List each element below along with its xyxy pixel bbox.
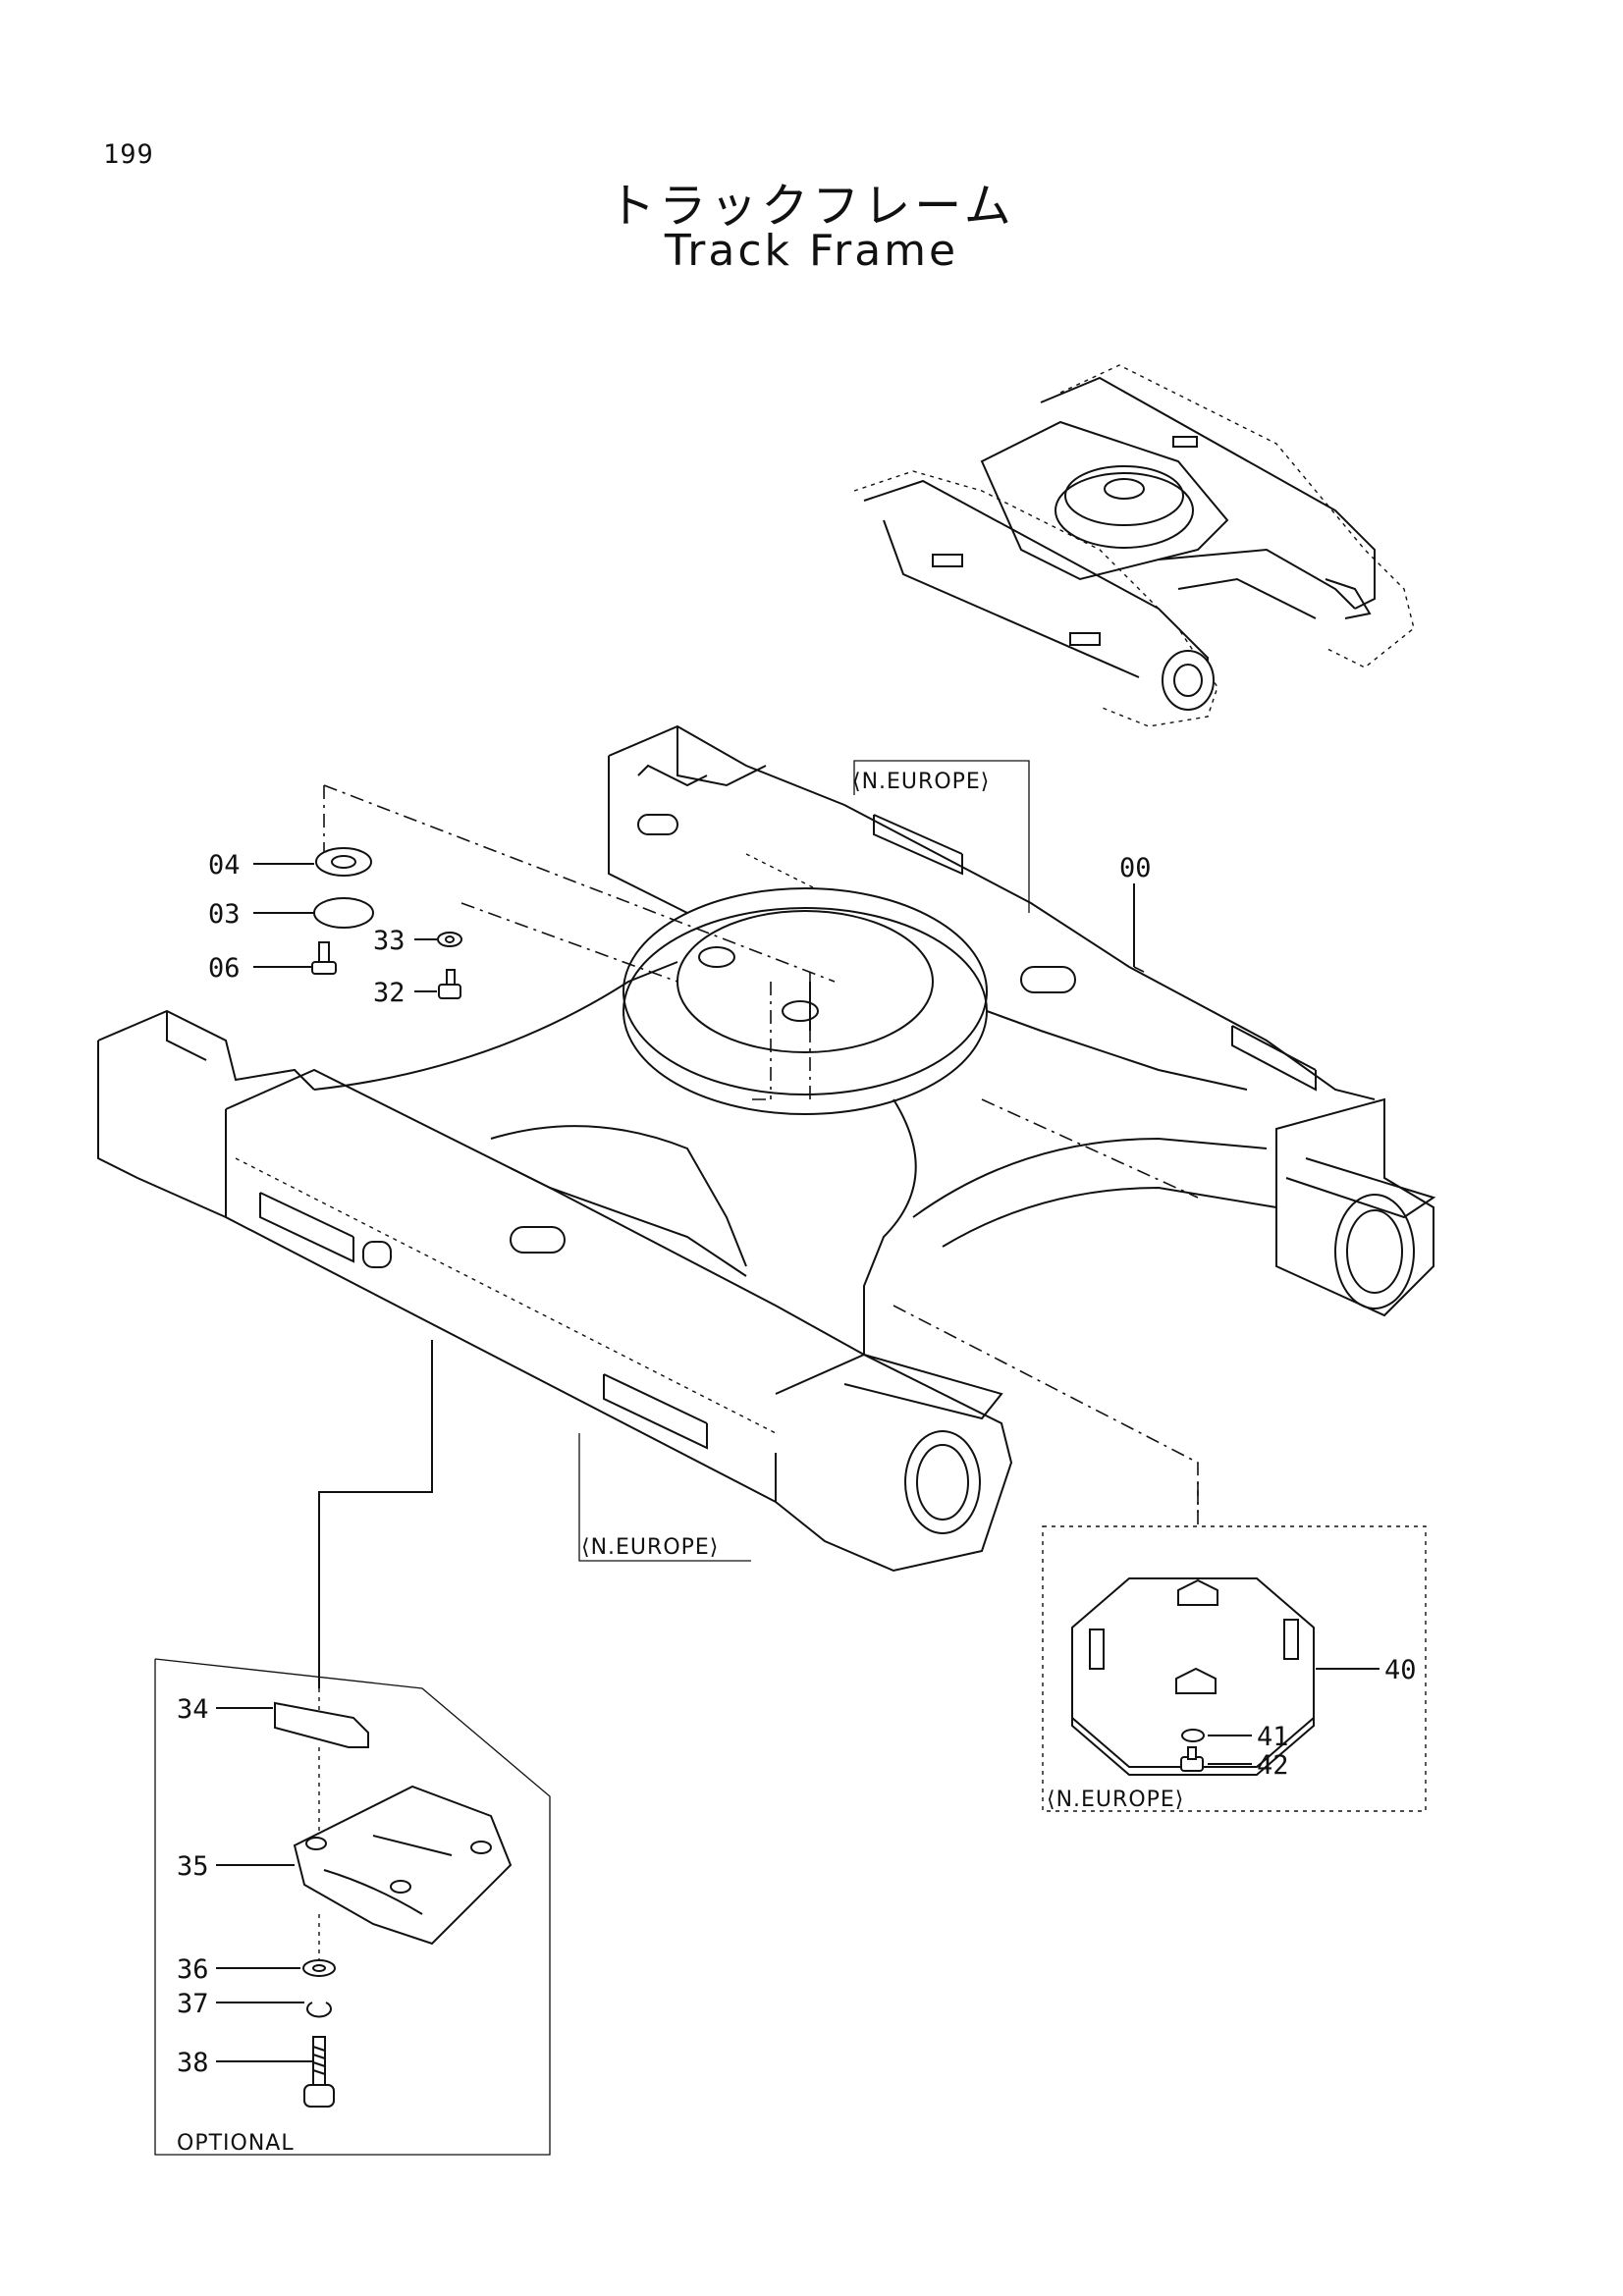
- main-track-frame-drawing: [97, 724, 1436, 1573]
- callout-35: 35: [177, 1851, 209, 1882]
- callout-33: 33: [373, 926, 406, 956]
- optional-label: OPTIONAL: [177, 2131, 295, 2156]
- callout-00: 00: [1119, 853, 1152, 883]
- n-europe-bottom-bracket: [578, 1433, 751, 1562]
- callout-37: 37: [177, 1989, 209, 2019]
- callout-04: 04: [208, 850, 241, 881]
- callout-38: 38: [177, 2048, 209, 2078]
- n-europe-right-box: [1042, 1482, 1427, 1812]
- part-03-cover: [313, 897, 374, 929]
- callout-36: 36: [177, 1954, 209, 1985]
- page-number: 199: [103, 139, 154, 170]
- main-leader-lines: [253, 863, 1145, 992]
- n-europe-top-label: ⟨N.EUROPE⟩: [852, 770, 990, 794]
- part-33-washer: [437, 932, 462, 947]
- callout-06: 06: [208, 953, 241, 984]
- n-europe-bottom-label: ⟨N.EUROPE⟩: [581, 1535, 719, 1560]
- callout-42: 42: [1257, 1750, 1289, 1781]
- callout-03: 03: [208, 899, 241, 930]
- part-32-bolt: [438, 969, 461, 999]
- title-english: Track Frame: [664, 226, 959, 276]
- callout-41: 41: [1257, 1722, 1289, 1752]
- n-europe-top-bracket: [853, 760, 1030, 913]
- title-japanese: トラックフレーム: [608, 179, 1015, 234]
- callout-40: 40: [1384, 1655, 1417, 1685]
- n-europe-right-label: ⟨N.EUROPE⟩: [1047, 1788, 1184, 1812]
- optional-parts-box: [154, 1340, 551, 2156]
- callout-34: 34: [177, 1694, 209, 1725]
- part-06-bolt: [311, 941, 337, 975]
- overview-undercarriage-drawing: [853, 364, 1415, 727]
- callout-32: 32: [373, 978, 406, 1008]
- part-04-gasket: [315, 847, 372, 877]
